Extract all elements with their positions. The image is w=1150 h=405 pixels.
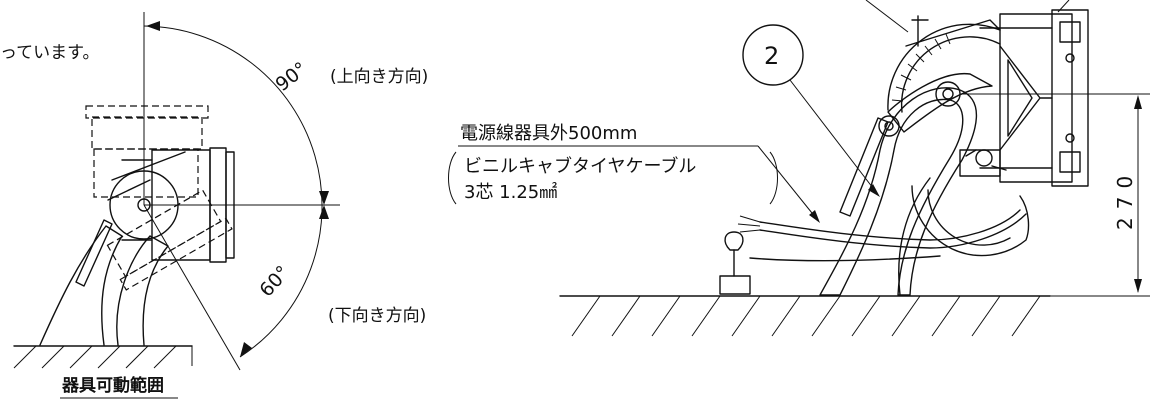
stand-foot: [116, 235, 169, 346]
ground-hatching-left: [13, 345, 177, 369]
cable-type-paren-right: [769, 151, 778, 205]
fixture-down-position: [106, 189, 233, 291]
top-leader-left: [865, 0, 909, 33]
arc-arrowhead-mid: [319, 191, 329, 205]
cable-type-line1: ビニルキャブタイヤケーブル: [464, 155, 696, 177]
power-cable-lower: [759, 213, 1027, 249]
angle-down-value: 60°: [255, 262, 294, 302]
cable-type-paren-left: [448, 151, 457, 205]
downward-reference-line: [143, 204, 241, 371]
cable-wire-ends: [737, 215, 761, 233]
angle-up-label: (上向き方向): [330, 67, 428, 87]
cable-label-arrowhead: [809, 210, 820, 223]
housing-clamp: [965, 149, 1007, 171]
range-caption: 器具可動範囲: [61, 375, 164, 396]
arc-arrowhead-bottom: [240, 342, 252, 357]
pivot-hub-outer: [109, 170, 179, 240]
power-cable: [759, 209, 1021, 241]
fixture-head: [979, 9, 1089, 187]
side-view-figure: 2: [448, 0, 1150, 337]
fixture-up-position: [85, 105, 209, 198]
stand-body: [819, 87, 978, 296]
handle-knob-outer: [878, 115, 900, 137]
height-arrow-top: [1134, 95, 1142, 109]
handle-knob-inner: [884, 121, 894, 131]
ground-hatching-right: [571, 295, 1041, 337]
cable-label-leader: [757, 145, 817, 219]
angle-up-value: 90°: [272, 58, 312, 96]
arc-arrowhead-top: [146, 21, 160, 31]
callout-leader: [789, 79, 877, 193]
arm-bracket: [107, 151, 186, 201]
top-note: っています。: [0, 43, 99, 63]
stand-leg: [39, 225, 123, 346]
cable-length-label: 電源線器具外500mm: [460, 123, 637, 144]
range-arc: [143, 25, 323, 358]
ground-weight: [719, 275, 751, 295]
adjustable-range-figure: っています。 90° (上向き方向) 60° (下向き方向): [0, 12, 428, 399]
main-pivot-inner: [942, 88, 954, 100]
height-dimension-value: 270: [1113, 168, 1137, 230]
ballast-housing: [911, 185, 1030, 257]
adjust-handle: [75, 219, 113, 287]
height-arrow-bottom: [1134, 279, 1142, 293]
ground-hook-ring: [724, 231, 744, 251]
arc-arrowhead-mid-2: [319, 205, 329, 219]
cable-type-line2: 3芯 1.25㎟: [464, 181, 557, 203]
stand-rear-leg: [898, 177, 931, 296]
support-arm: [887, 73, 993, 133]
callout-number: 2: [764, 42, 779, 70]
callout-circle: [742, 24, 804, 86]
ground-cable: [749, 255, 941, 262]
housing-knob: [975, 149, 993, 167]
pivot-hub-inner: [137, 198, 151, 212]
angle-down-label: (下向き方向): [328, 306, 426, 326]
housing-bracket: [959, 149, 1001, 177]
